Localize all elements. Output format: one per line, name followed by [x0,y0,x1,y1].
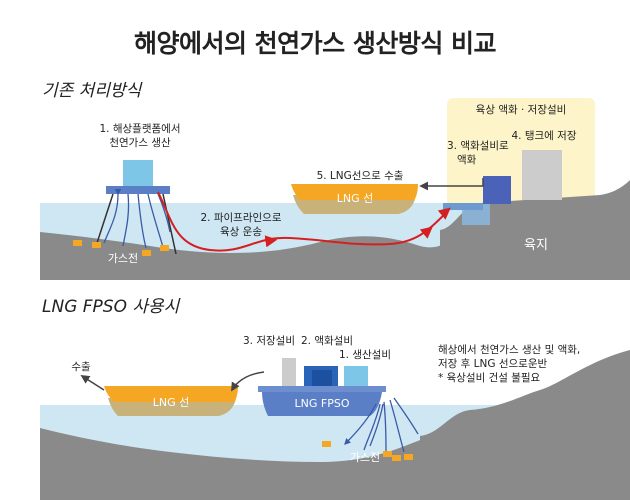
liquefaction-label: 3. 액화설비로 액화 [447,140,509,166]
land-label: 육지 [524,238,548,253]
section-heading-fpso: LNG FPSO 사용시 [42,297,180,317]
well-line [157,193,171,233]
gas-deposit [392,455,401,461]
export-label-2: 수출 [71,361,91,373]
pipeline [157,191,448,252]
tank-label: 4. 탱크에 저장 [511,130,577,142]
land-2 [420,350,630,500]
well-line [389,399,405,453]
ship-label-2: LNG 선 [152,396,190,409]
gas-field-label-2: 가스전 [349,451,381,464]
gas-deposit [383,451,392,457]
liquefaction-unit [483,176,511,204]
seabed-2 [40,428,440,500]
ship-hull [104,386,238,402]
fpso-liquefaction-inner [312,370,332,388]
well-line [393,397,419,435]
gas-deposit [92,242,101,248]
fpso-deck [258,386,386,392]
storage-tank [522,150,562,200]
fpso-label: LNG FPSO [294,397,350,410]
well-line [363,403,381,451]
section-heading-existing: 기존 처리방식 [42,81,142,101]
gas-deposit [142,250,151,256]
pipeline-arrow [437,207,451,220]
well-line [137,193,147,249]
export-label: 5. LNG선으로 수출 [316,170,404,182]
platform-leg [95,193,114,247]
export-arrow-1 [419,178,484,191]
well-line [103,188,122,244]
platform-leg [162,193,177,255]
platform-label: 1. 해상플랫폼에서 천연가스 생산 [99,123,181,149]
fpso-production [344,366,368,388]
well-line [122,193,130,247]
transfer-arrow [231,371,265,392]
well-line [383,401,387,453]
export-arrow-2 [80,375,105,391]
gas-deposit [73,240,82,246]
fpso-storage [282,358,296,386]
gas-deposit [160,245,169,251]
pipeline-arrow [419,226,433,239]
production-label: 1. 생산설비 [339,349,391,361]
onshore-facility-label: 육상 액화 · 저장설비 [475,104,567,116]
gas-field-label: 가스전 [107,252,139,265]
gas-deposit [404,454,413,460]
ship-hull-lower [108,398,236,416]
pipeline-label: 2. 파이프라인으로 육상 운송 [200,212,282,238]
well-line [147,193,164,248]
fpso-hull [262,392,382,416]
gas-deposit [322,441,331,447]
well-line [369,403,384,447]
jetty-top [443,203,483,210]
ship-label: LNG 선 [336,192,374,205]
platform-module [123,160,153,186]
fpso-note: 해상에서 천연가스 생산 및 액화, 저장 후 LNG 선으로운반 * 육상설비… [438,344,581,384]
platform-deck [106,186,170,194]
page-title: 해양에서의 천연가스 생산방식 비교 [133,29,497,58]
ship-hull [291,184,418,200]
well-line [344,403,377,445]
storage-label: 3. 저장설비 [243,335,295,347]
pipeline-arrow [264,235,278,248]
liquefaction-facility-label: 2. 액화설비 [301,335,353,347]
